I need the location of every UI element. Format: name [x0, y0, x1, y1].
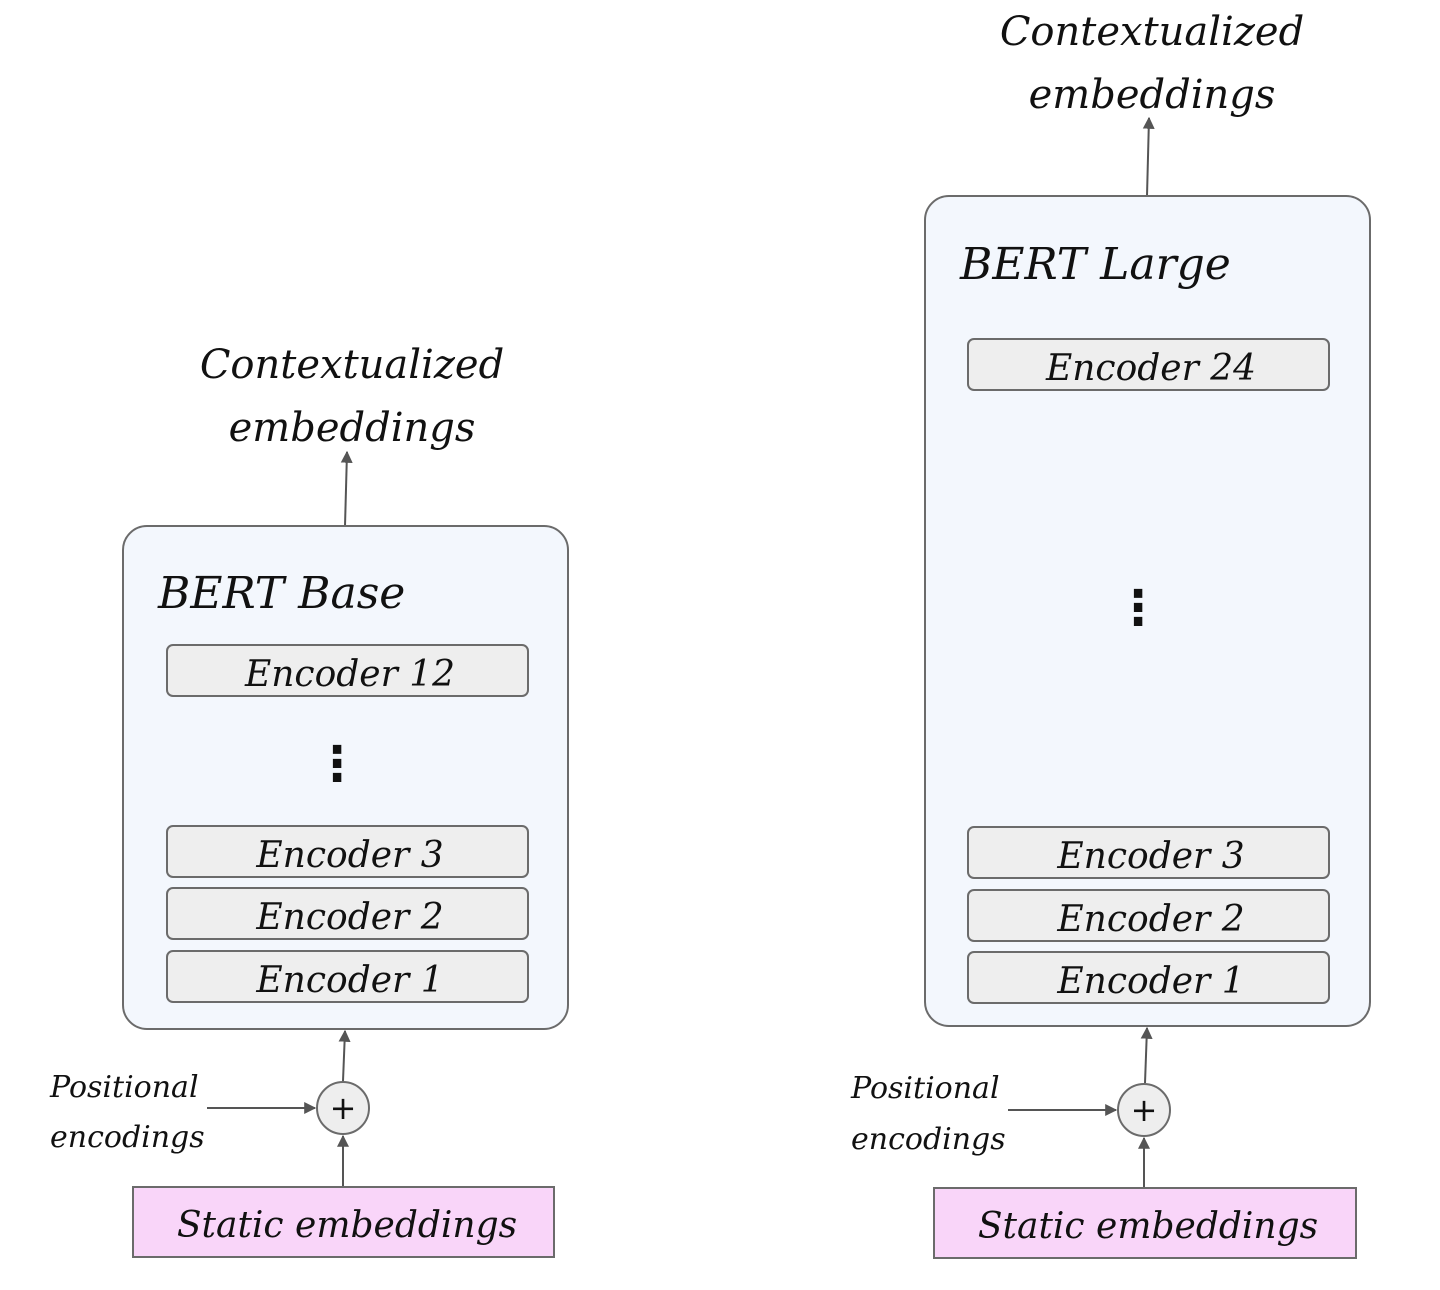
base-positional-line2: encodings [50, 1120, 205, 1155]
encoder-label: Encoder 2 [1056, 899, 1244, 940]
base-encoder-2: Encoder 2 [166, 887, 529, 940]
encoder-label: Encoder 3 [255, 835, 443, 876]
large-plus-node [1117, 1083, 1171, 1137]
large-encoder-1: Encoder 1 [967, 951, 1330, 1004]
large-output-label-line2: embeddings [1029, 72, 1276, 118]
bert-large-title: BERT Large [959, 239, 1231, 290]
bert-large-box [924, 195, 1371, 1027]
large-ellipsis: ⋮ [1114, 580, 1162, 636]
base-ellipsis: ⋮ [313, 736, 361, 792]
plus-icon: + [1131, 1091, 1158, 1129]
base-static-box [132, 1186, 555, 1258]
encoder-label: Encoder 1 [1056, 961, 1244, 1002]
base-positional-line1: Positional [49, 1070, 199, 1105]
large-output-label-line1: Contextualized [1000, 9, 1304, 55]
bert-base-diagram: Contextualized embeddings BERT Base Enco… [49, 342, 569, 1258]
large-static-label: Static embeddings [978, 1206, 1318, 1247]
encoder-label: Encoder 3 [1056, 836, 1244, 877]
base-encoder-3: Encoder 3 [166, 825, 529, 878]
base-encoder-1: Encoder 1 [166, 950, 529, 1003]
large-static-box [933, 1187, 1357, 1259]
encoder-label: Encoder 1 [255, 960, 443, 1001]
base-output-label-line1: Contextualized [200, 342, 504, 388]
base-encoder-top: Encoder 12 [166, 644, 529, 697]
large-positional-line1: Positional [850, 1071, 1000, 1106]
base-plus-node [316, 1081, 370, 1135]
bert-base-title: BERT Base [157, 568, 405, 619]
large-encoder-2: Encoder 2 [967, 889, 1330, 942]
encoder-label: Encoder 2 [255, 897, 443, 938]
large-positional-line2: encodings [851, 1122, 1006, 1157]
large-sum-arrow [1140, 1026, 1153, 1084]
large-output-arrow [1142, 116, 1155, 197]
large-encoder-top: Encoder 24 [967, 338, 1330, 391]
large-encoder-3: Encoder 3 [967, 826, 1330, 879]
base-sum-arrow [338, 1029, 351, 1082]
bert-large-diagram: Contextualized embeddings BERT Large Enc… [850, 9, 1371, 1259]
base-output-label-line2: embeddings [229, 405, 476, 451]
base-static-label: Static embeddings [177, 1205, 517, 1246]
encoder-label: Encoder 12 [244, 654, 455, 695]
encoder-label: Encoder 24 [1045, 348, 1256, 389]
base-output-arrow [340, 450, 353, 527]
plus-icon: + [330, 1089, 357, 1127]
